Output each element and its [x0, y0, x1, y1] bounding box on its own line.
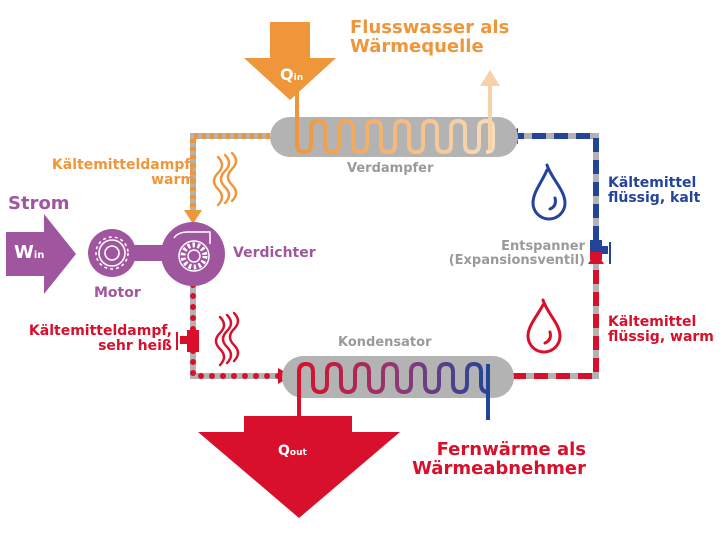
heat-source-line1: Flusswasser als [350, 17, 510, 38]
expansion-valve-icon [590, 240, 611, 264]
heat-source-line2: Wärmequelle [350, 36, 484, 58]
liquid-warm-label: Kältemittel flüssig, warm [608, 314, 714, 346]
heat-waves-red-icon [214, 311, 240, 367]
flow-arrow-icon [184, 210, 202, 224]
outflow-arrow-icon [480, 70, 500, 86]
droplet-warm-icon [526, 298, 562, 354]
condenser-coil [297, 361, 490, 420]
evaporator-label: Verdampfer [347, 161, 434, 176]
q-in-arrow [244, 22, 336, 120]
vapor-warm-label: Kältemitteldampf, warm [51, 157, 195, 189]
condenser-label: Kondensator [338, 335, 432, 350]
strom-label: Strom [8, 193, 70, 214]
gear-icon [95, 236, 129, 270]
compressor-label: Verdichter [233, 245, 316, 261]
valve-hot-icon [176, 330, 199, 352]
compressor [161, 222, 225, 286]
w-in-label: Win [14, 242, 45, 263]
evaporator [270, 70, 518, 157]
turbine-icon [173, 231, 211, 272]
heat-source-label: Flusswasser als Wärmequelle [350, 18, 509, 57]
evaporator-coil [295, 86, 495, 155]
pipe-vapor-warm [184, 133, 270, 224]
q-out-label: Qout [278, 443, 307, 459]
pipe-liquid-cold [504, 128, 599, 240]
expansion-valve-label: Entspanner (Expansionsventil) [448, 239, 585, 269]
pipe-vapor-hot [190, 282, 292, 384]
liquid-cold-label: Kältemittel flüssig, kalt [608, 175, 701, 207]
pipe-liquid-warm [512, 252, 604, 379]
q-out-arrow [198, 416, 400, 518]
q-in-label: Qin [280, 65, 304, 84]
heat-waves-orange-icon [212, 151, 238, 207]
vapor-hot-label: Kältemitteldampf, sehr heiß [28, 323, 172, 355]
droplet-cold-icon [531, 163, 567, 221]
motor [88, 229, 180, 277]
motor-label: Motor [94, 285, 141, 301]
w-in-arrow [6, 214, 76, 294]
condenser [282, 356, 514, 420]
heat-sink-label: Fernwärme als Wärmeabnehmer [412, 439, 586, 480]
